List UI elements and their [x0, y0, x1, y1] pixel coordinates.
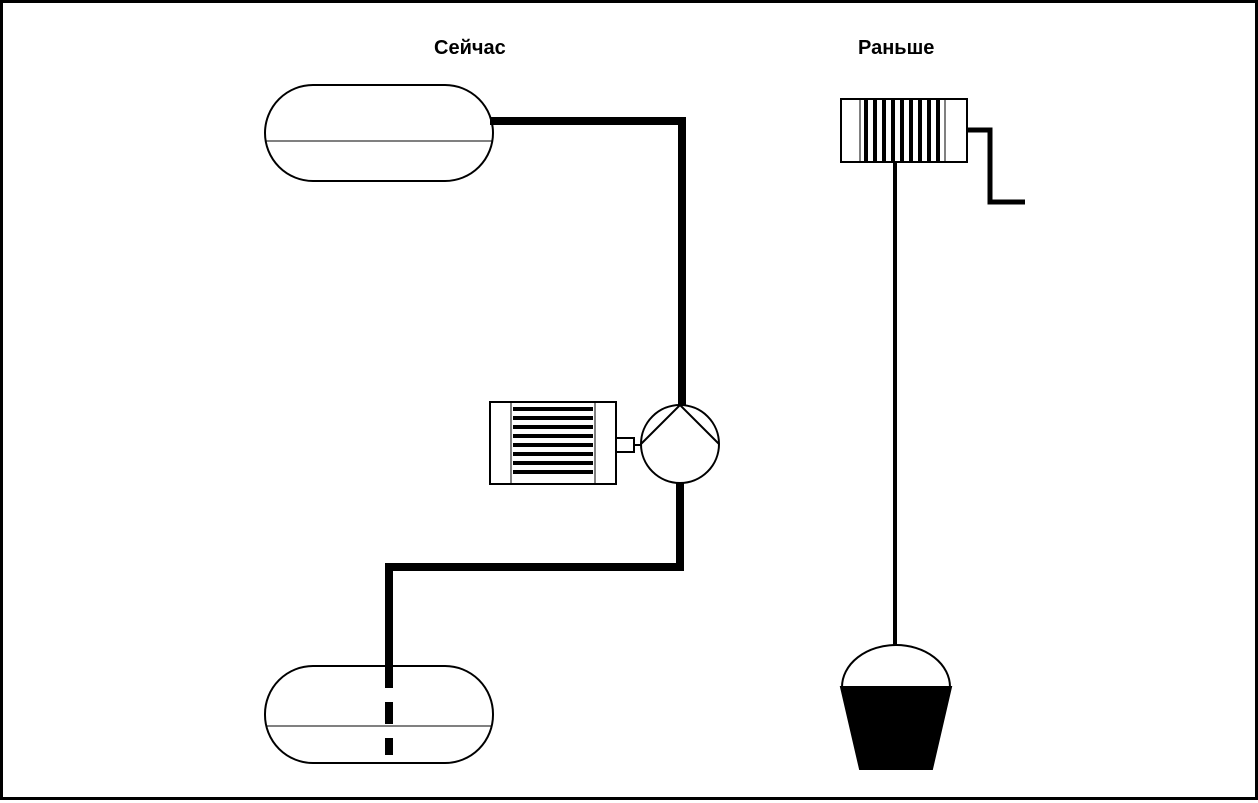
diagram-canvas — [264, 84, 1025, 770]
discharge-pipe-icon — [490, 117, 686, 405]
pump-icon — [640, 403, 720, 484]
winch-drum-icon — [840, 98, 968, 163]
bucket-icon — [839, 644, 953, 770]
lower-tank-icon — [264, 665, 494, 764]
motor-icon — [489, 401, 641, 485]
suction-pipe-icon — [385, 483, 684, 665]
label-now: Сейчас — [434, 37, 506, 59]
crank-handle-icon — [967, 127, 1025, 205]
upper-tank-icon — [264, 84, 494, 182]
label-before: Раньше — [858, 37, 935, 59]
